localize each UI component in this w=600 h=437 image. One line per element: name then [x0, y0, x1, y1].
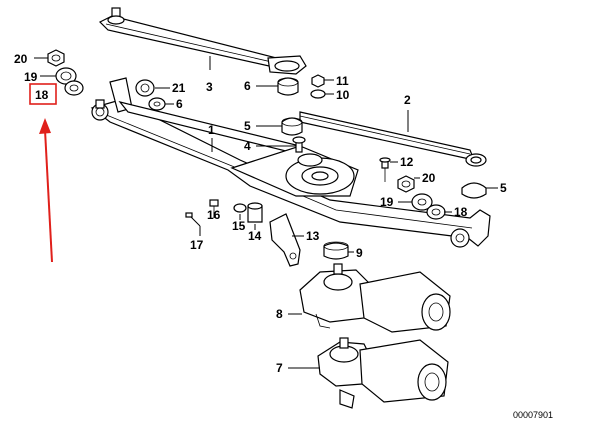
callout-18-right: 18 [454, 205, 468, 219]
callout-1: 1 [208, 123, 215, 137]
nut-11 [311, 74, 325, 88]
wiper-frame-1 [90, 77, 491, 248]
callout-2: 2 [404, 93, 411, 107]
link-rod-2 [299, 111, 487, 167]
callout-17: 17 [190, 238, 204, 252]
nut-20-right [397, 175, 415, 193]
link-rod-3 [98, 7, 307, 75]
callout-20-left: 20 [14, 52, 28, 66]
callout-19-left: 19 [24, 70, 38, 84]
callout-5-right: 5 [500, 181, 507, 195]
grommet-5-center [281, 117, 303, 136]
callout-6-left: 6 [176, 97, 183, 111]
bolt-12 [379, 157, 391, 182]
callout-11: 11 [336, 74, 349, 88]
screw-17 [185, 212, 201, 227]
wiper-motor-7 [317, 337, 449, 409]
highlight-annotation [29, 83, 57, 263]
leader-lines [34, 56, 498, 369]
callout-12: 12 [400, 155, 414, 169]
bushing-18-right [426, 204, 446, 220]
highlight-arrow-head [39, 118, 51, 134]
callout-14: 14 [248, 229, 262, 243]
callout-20-right: 20 [422, 171, 436, 185]
bushing-18-left [64, 80, 84, 96]
callout-3: 3 [206, 80, 213, 94]
grommet-21 [135, 79, 155, 97]
callout-labels: 20 19 18 3 21 6 6 11 10 2 5 1 4 12 20 5 … [14, 52, 553, 420]
highlight-arrow-shaft [44, 129, 53, 263]
callout-21: 21 [172, 81, 186, 95]
part-number: 00007901 [513, 410, 553, 420]
callout-7: 7 [276, 361, 283, 375]
callout-15: 15 [232, 219, 246, 233]
bracket-13 [269, 213, 301, 267]
highlight-box [29, 83, 57, 105]
washer-10 [310, 89, 326, 99]
callout-13: 13 [306, 229, 320, 243]
callout-6-center: 6 [244, 79, 251, 93]
callout-5-center: 5 [244, 119, 251, 133]
grommet-6-center [277, 77, 299, 96]
nut-20-left [47, 49, 65, 67]
callout-16: 16 [207, 208, 221, 222]
callout-8: 8 [276, 307, 283, 321]
wiper-motor-8 [299, 263, 451, 333]
grommet-9 [323, 241, 349, 260]
callout-9: 9 [356, 246, 363, 260]
callout-18-left: 18 [35, 88, 49, 102]
callout-19-right: 19 [380, 195, 394, 209]
washer-6-left [148, 97, 166, 111]
callout-10: 10 [336, 88, 350, 102]
bushing-14 [247, 202, 263, 223]
grommet-5-right [461, 182, 487, 199]
washer-15 [233, 203, 247, 213]
callout-4: 4 [244, 139, 251, 153]
